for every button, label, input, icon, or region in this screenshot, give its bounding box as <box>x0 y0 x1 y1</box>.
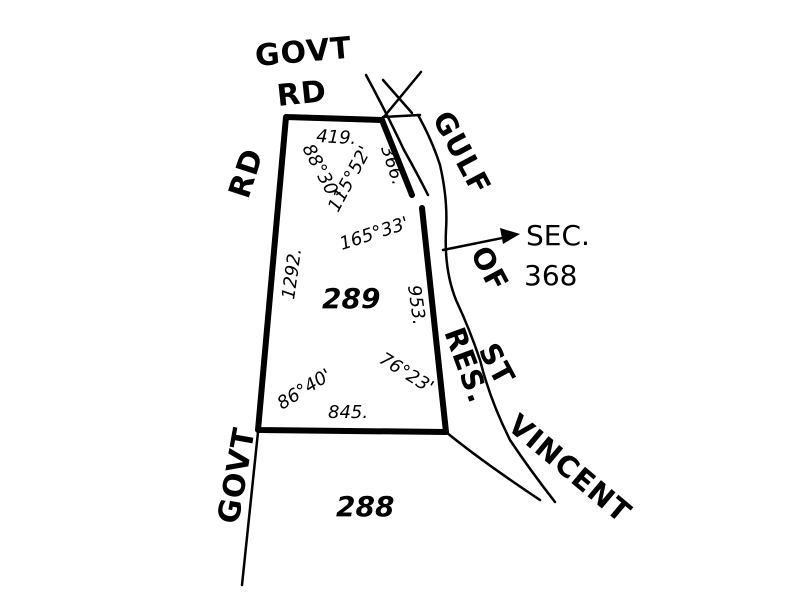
angle-right-bend: 165°33' <box>337 213 411 255</box>
lot-number-main: 289 <box>322 282 380 315</box>
road-lines <box>240 70 557 587</box>
coastline-east <box>416 113 557 504</box>
section-arrow-shaft <box>441 234 514 252</box>
road-label-top: RD <box>275 74 328 114</box>
angle-bottom-right: 76°23' <box>375 348 437 397</box>
length-left: 1292. <box>278 247 306 301</box>
top-road-extension <box>381 113 422 119</box>
road-label-left: RD <box>222 144 271 202</box>
length-right-lower: 953. <box>403 284 429 327</box>
length-top: 419. <box>316 126 357 149</box>
length-bottom: 845. <box>328 402 368 423</box>
x-marker-stroke-a <box>381 78 414 115</box>
water-label-vincent: VINCENT <box>502 407 638 529</box>
water-label-of: OF <box>464 240 516 297</box>
lot-289-outline <box>255 114 449 435</box>
gov-road-line-left <box>240 430 260 587</box>
reserve-south-line <box>444 430 542 502</box>
gov-road-label-bottom: GOVT <box>211 425 262 527</box>
gov-road-label-top: GOVT <box>254 31 354 74</box>
lot-number-south: 288 <box>336 490 394 523</box>
section-label: SEC. <box>526 219 590 252</box>
section-arrow-head <box>500 228 520 244</box>
angle-bottom-left: 86°40' <box>274 365 336 414</box>
section-number: 368 <box>524 259 577 292</box>
coastline-west <box>364 73 430 197</box>
x-marker-stroke-b <box>381 70 423 120</box>
lot-289-boundary <box>255 114 449 435</box>
